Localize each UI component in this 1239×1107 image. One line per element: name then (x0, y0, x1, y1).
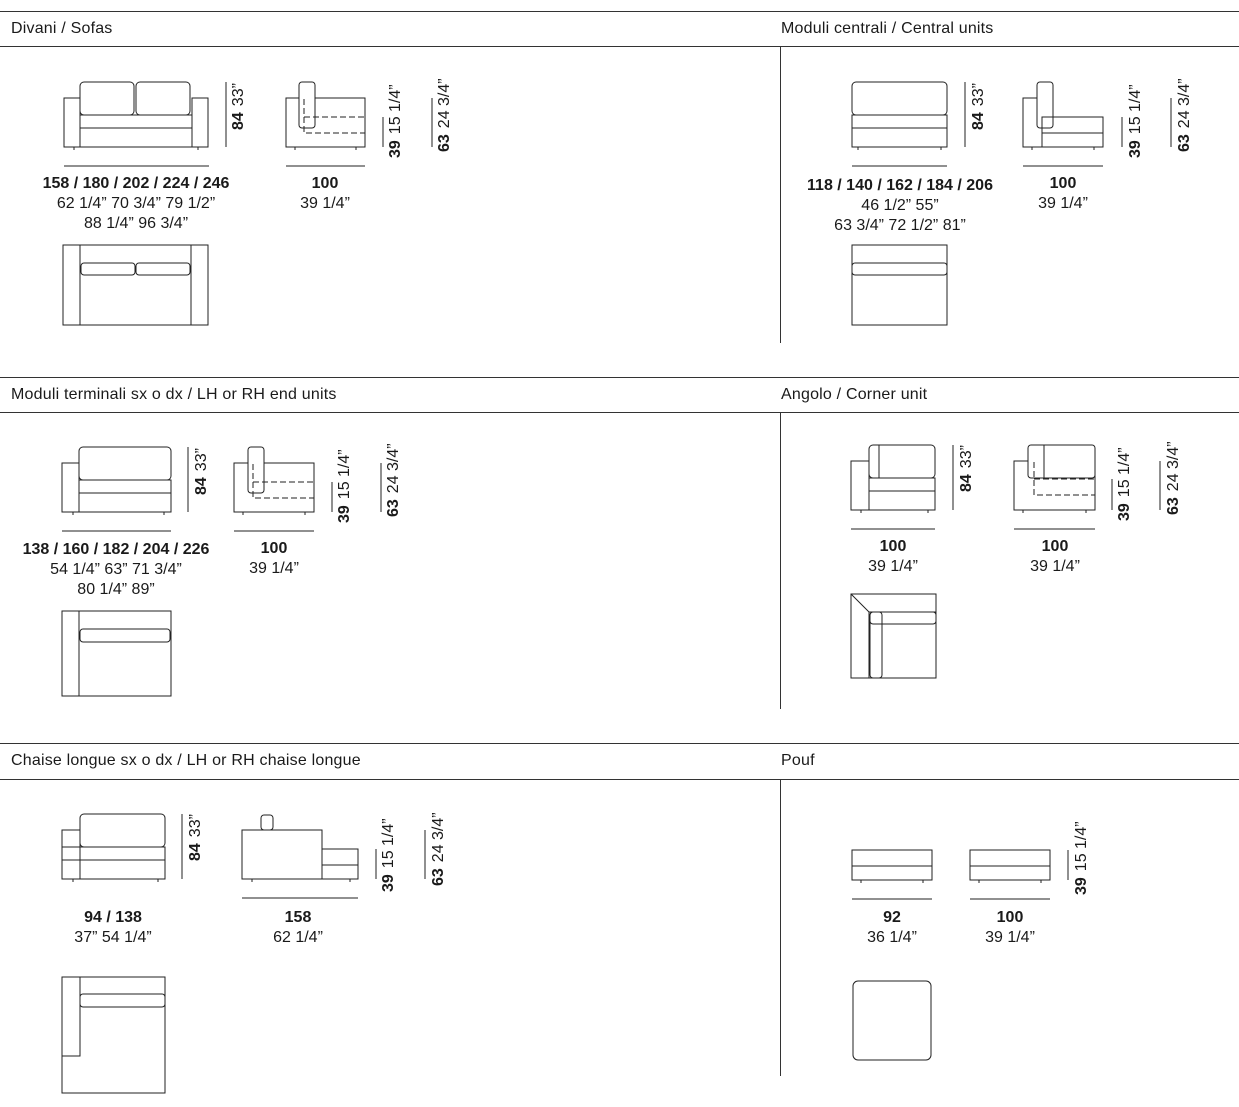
sofa-front-width: 158 / 180 / 202 / 224 / 246 62 1/4” 70 3… (16, 174, 256, 234)
chaise-width-cm: 94 / 138 (84, 909, 142, 926)
section-title-corner-unit: Angolo / Corner unit (781, 386, 928, 403)
pouf-width-2-in: 39 1/4” (985, 929, 1035, 946)
pouf-width-2-cm: 100 (996, 909, 1024, 926)
pouf-width-1-in: 36 1/4” (867, 929, 917, 946)
divider-row3-top (0, 743, 1239, 744)
divider-row1-header (0, 46, 1239, 47)
pouf-height-cm: 39 (1073, 877, 1090, 895)
end-unit-side-depth: 100 39 1/4” (219, 539, 329, 579)
end-unit-width-in-1: 54 1/4” 63” 71 3/4” (50, 561, 182, 578)
chaise-width-in: 37” 54 1/4” (74, 929, 152, 946)
central-width-cm: 118 / 140 / 162 / 184 / 206 (807, 177, 993, 194)
sofa-width-in-1: 62 1/4” 70 3/4” 79 1/2” (56, 195, 216, 212)
section-title-chaise-longue: Chaise longue sx o dx / LH or RH chaise … (11, 752, 361, 769)
central-side-depth: 100 39 1/4” (1008, 174, 1118, 214)
end-unit-front-width: 138 / 160 / 182 / 204 / 226 54 1/4” 63” … (0, 540, 236, 600)
sofa-width-in-2: 88 1/4” 96 3/4” (83, 215, 189, 232)
central-width-in-1: 46 1/2” 55” (861, 197, 939, 214)
corner-depth-cm: 100 (1041, 538, 1069, 555)
pouf-height: 39 15 1/4” (1073, 821, 1091, 895)
corner-front-width: 100 39 1/4” (838, 537, 948, 577)
central-depth-cm: 100 (1049, 175, 1077, 192)
end-unit-depth-in: 39 1/4” (249, 560, 299, 577)
corner-width-cm: 100 (879, 538, 907, 555)
end-unit-width-cm: 138 / 160 / 182 / 204 / 226 (22, 541, 210, 558)
central-depth-in: 39 1/4” (1038, 195, 1088, 212)
divider-col-row1 (780, 46, 781, 343)
chaise-front-width: 94 / 138 37” 54 1/4” (58, 908, 168, 948)
end-unit-depth-cm: 100 (260, 540, 288, 557)
central-front-width: 118 / 140 / 162 / 184 / 206 46 1/2” 55” … (780, 176, 1020, 236)
divider-top-row (0, 11, 1239, 12)
corner-side-depth: 100 39 1/4” (1000, 537, 1110, 577)
chaise-depth-cm: 158 (284, 909, 312, 926)
pouf-height-in: 15 1/4” (1073, 821, 1090, 872)
corner-depth-in: 39 1/4” (1030, 558, 1080, 575)
section-title-sofas: Divani / Sofas (11, 20, 113, 37)
divider-col-row3 (780, 779, 781, 1076)
sofa-depth-in: 39 1/4” (300, 195, 350, 212)
divider-row2-top (0, 377, 1239, 378)
section-title-end-units: Moduli terminali sx o dx / LH or RH end … (11, 386, 337, 403)
chaise-side-depth: 158 62 1/4” (243, 908, 353, 948)
central-width-in-2: 63 3/4” 72 1/2” 81” (834, 217, 966, 234)
divider-row2-header (0, 412, 1239, 413)
divider-col-row2 (780, 412, 781, 709)
pouf-width-1-cm: 92 (883, 909, 901, 926)
section-title-central-units: Moduli centrali / Central units (781, 20, 994, 37)
chaise-depth-in: 62 1/4” (273, 929, 323, 946)
pouf-width-2: 100 39 1/4” (955, 908, 1065, 948)
divider-row3-header (0, 779, 1239, 780)
corner-width-in: 39 1/4” (868, 558, 918, 575)
end-unit-width-in-2: 80 1/4” 89” (77, 581, 155, 598)
section-title-pouf: Pouf (781, 752, 815, 769)
sofa-width-cm: 158 / 180 / 202 / 224 / 246 (42, 175, 230, 192)
sofa-side-depth: 100 39 1/4” (270, 174, 380, 214)
sofa-depth-cm: 100 (311, 175, 339, 192)
pouf-width-1: 92 36 1/4” (837, 908, 947, 948)
